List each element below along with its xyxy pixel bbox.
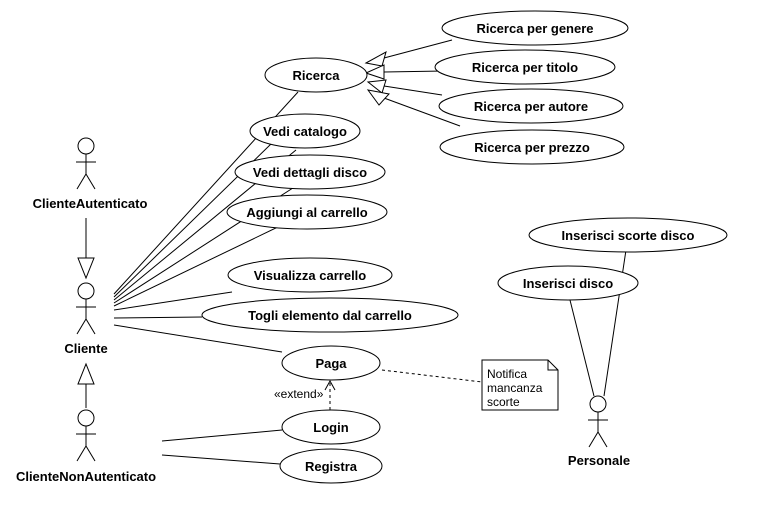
actor-personale[interactable]: Personale bbox=[568, 395, 630, 468]
actor-head-icon bbox=[589, 395, 607, 413]
use-case-login[interactable]: Login bbox=[281, 409, 381, 445]
actor-label: ClienteAutenticato bbox=[33, 196, 148, 211]
actor-leg-left bbox=[76, 318, 87, 335]
actor-leg-right bbox=[597, 431, 608, 448]
note-notifica[interactable]: Notifica mancanza scorte bbox=[481, 359, 559, 411]
actor-leg-left bbox=[76, 445, 87, 462]
gen-line-titolo bbox=[383, 70, 445, 73]
use-case-label: Registra bbox=[305, 459, 358, 474]
note-anchor-line bbox=[381, 369, 483, 383]
extend-relation: «extend» bbox=[274, 379, 336, 410]
gen-arrowhead-cna-cliente bbox=[77, 362, 95, 385]
actor-cliente-autenticato[interactable]: ClienteAutenticato bbox=[33, 137, 148, 211]
use-case-visualizza-carrello[interactable]: Visualizza carrello bbox=[227, 257, 393, 293]
assoc-cna-login bbox=[161, 429, 283, 442]
extend-label: «extend» bbox=[274, 387, 324, 401]
use-case-inserisci-disco[interactable]: Inserisci disco bbox=[497, 265, 639, 301]
note-line-1: Notifica bbox=[487, 367, 527, 381]
actor-leg-right bbox=[85, 173, 96, 190]
associations bbox=[113, 91, 627, 465]
use-case-label: Vedi catalogo bbox=[263, 124, 347, 139]
actor-leg-right bbox=[85, 318, 96, 335]
actor-head-icon bbox=[77, 409, 95, 427]
actor-leg-right bbox=[85, 445, 96, 462]
gen-arrowhead-prezzo bbox=[366, 89, 390, 106]
actor-label: ClienteNonAutenticato bbox=[16, 469, 156, 484]
use-case-ricerca[interactable]: Ricerca bbox=[264, 57, 368, 93]
gen-arrowhead-autore bbox=[366, 79, 387, 94]
gen-line-autore bbox=[383, 85, 443, 96]
actor-label: Personale bbox=[568, 453, 630, 468]
use-case-label: Ricerca per autore bbox=[474, 99, 588, 114]
use-case-ricerca-genere[interactable]: Ricerca per genere bbox=[441, 10, 629, 46]
use-case-ricerca-prezzo[interactable]: Ricerca per prezzo bbox=[439, 129, 625, 165]
assoc-cliente-aggiungi bbox=[113, 224, 283, 307]
use-case-aggiungi-carrello[interactable]: Aggiungi al carrello bbox=[226, 194, 388, 230]
use-case-label: Togli elemento dal carrello bbox=[248, 308, 412, 323]
use-case-togli-elemento[interactable]: Togli elemento dal carrello bbox=[201, 297, 459, 333]
use-case-label: Inserisci scorte disco bbox=[562, 228, 695, 243]
use-case-label: Ricerca bbox=[293, 68, 341, 83]
assoc-cliente-visualizza bbox=[113, 291, 233, 311]
use-case-vedi-catalogo[interactable]: Vedi catalogo bbox=[249, 113, 361, 149]
use-case-label: Ricerca per genere bbox=[476, 21, 593, 36]
use-case-vedi-dettagli[interactable]: Vedi dettagli disco bbox=[234, 154, 386, 190]
gen-arrowhead-titolo bbox=[364, 64, 385, 80]
actor-head-icon bbox=[77, 282, 95, 300]
assoc-personale-inserisci-disco bbox=[569, 299, 595, 397]
use-case-inserisci-scorte[interactable]: Inserisci scorte disco bbox=[528, 217, 728, 253]
note-line-2: mancanza bbox=[487, 381, 543, 395]
actor-label: Cliente bbox=[64, 341, 107, 356]
assoc-cna-registra bbox=[161, 454, 281, 465]
extend-arrowhead bbox=[324, 379, 336, 391]
note-line-3: scorte bbox=[487, 395, 520, 409]
use-case-paga[interactable]: Paga bbox=[281, 345, 381, 381]
assoc-cliente-paga bbox=[113, 324, 283, 353]
actor-head-icon bbox=[77, 137, 95, 155]
note-fold bbox=[547, 360, 558, 371]
use-case-label: Login bbox=[313, 420, 348, 435]
use-case-registra[interactable]: Registra bbox=[279, 448, 383, 484]
note-box bbox=[481, 359, 559, 411]
use-case-label: Ricerca per prezzo bbox=[474, 140, 590, 155]
use-case-label: Vedi dettagli disco bbox=[253, 165, 367, 180]
use-case-label: Paga bbox=[315, 356, 347, 371]
gen-arrowhead-genere bbox=[364, 50, 387, 67]
generalizations-ricerca bbox=[364, 39, 461, 127]
use-case-label: Visualizza carrello bbox=[254, 268, 367, 283]
use-case-label: Ricerca per titolo bbox=[472, 60, 578, 75]
use-case-ricerca-autore[interactable]: Ricerca per autore bbox=[438, 88, 624, 124]
actor-leg-left bbox=[76, 173, 87, 190]
use-case-label: Inserisci disco bbox=[523, 276, 613, 291]
generalizations-actors bbox=[77, 218, 95, 408]
assoc-cliente-togli bbox=[113, 316, 203, 319]
actor-cliente[interactable]: Cliente bbox=[64, 282, 108, 356]
gen-arrowhead-ca-cliente bbox=[77, 257, 95, 280]
use-case-label: Aggiungi al carrello bbox=[246, 205, 367, 220]
actor-leg-left bbox=[588, 431, 599, 448]
use-case-ricerca-titolo[interactable]: Ricerca per titolo bbox=[434, 49, 616, 85]
gen-line-genere bbox=[383, 39, 453, 59]
actor-cliente-non-autenticato[interactable]: ClienteNonAutenticato bbox=[16, 409, 156, 484]
gen-line-prezzo bbox=[383, 97, 461, 127]
